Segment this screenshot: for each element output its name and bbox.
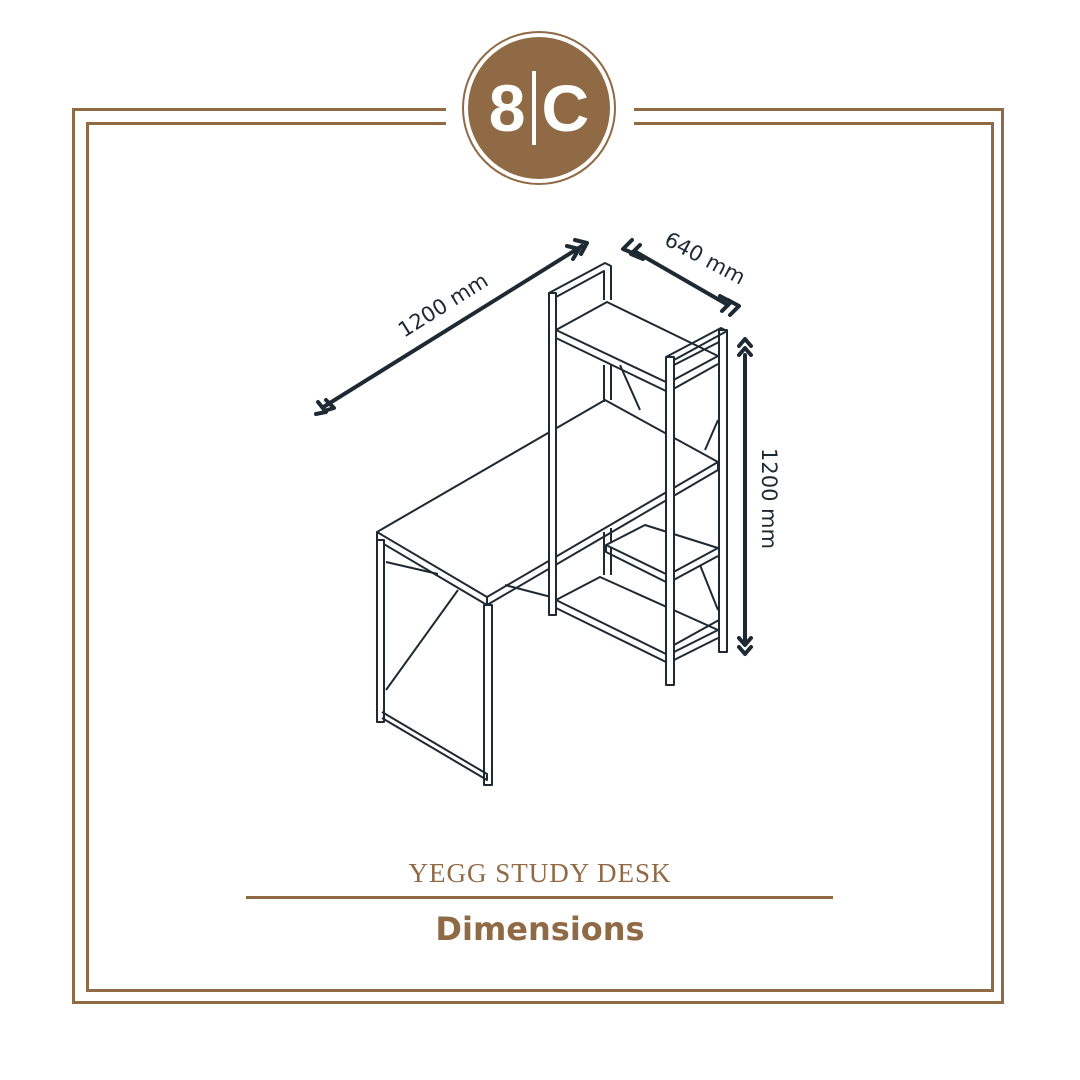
width-arrow-line [323, 244, 584, 408]
depth-label: 640 mm [661, 227, 750, 289]
logo-left: 8 [488, 71, 526, 145]
logo-right: C [541, 71, 590, 145]
subtitle: Dimensions [435, 910, 645, 948]
dimension-arrows [314, 238, 753, 656]
desk-lines [376, 262, 728, 786]
product-name: YEGG STUDY DESK [408, 858, 672, 888]
divider [246, 896, 833, 899]
height-label: 1200 mm [757, 448, 781, 549]
brand-logo: 8 C [462, 31, 616, 185]
depth-arrow-line [634, 250, 730, 307]
